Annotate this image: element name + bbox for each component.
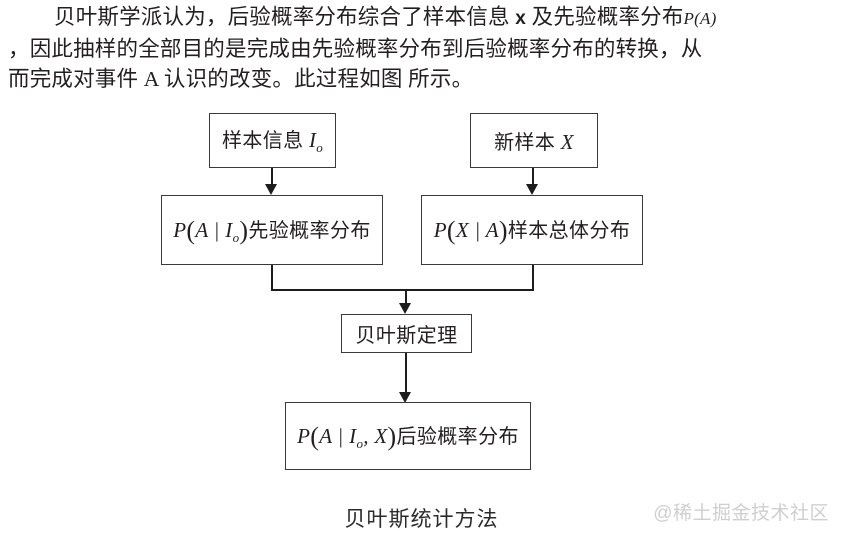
node-sample-info[interactable]: 样本信息 Io — [209, 113, 336, 168]
posterior-text: 后验概率分布 — [396, 425, 519, 448]
node-new-sample-label: 新样本 X — [494, 130, 574, 154]
connector-new-sample-to-likelihood — [532, 168, 534, 187]
paragraph-line-3: 而完成对事件 A 认识的改变。此过程如图 所示。 — [8, 67, 474, 91]
likelihood-text: 样本总体分布 — [507, 220, 631, 242]
node-posterior-distribution[interactable]: P(A | Io, X)后验概率分布 — [285, 402, 531, 470]
connector-sample-info-to-prior — [271, 168, 273, 187]
connector-merge-to-bayes — [405, 289, 407, 307]
paragraph-variable-x: x — [515, 8, 527, 29]
intro-paragraph: 贝叶斯学派认为，后验概率分布综合了样本信息 x 及先验概率分布P(A) ，因此抽… — [8, 2, 838, 94]
paragraph-line-1-text-b: 及先验概率分布 — [526, 5, 684, 29]
connector-bayes-to-posterior — [405, 353, 407, 395]
posterior-formula-args2: , X — [363, 423, 388, 448]
prior-formula-args: A | I — [195, 217, 233, 242]
node-prior-label: P(A | Io)先验概率分布 — [173, 215, 371, 246]
node-posterior-label: P(A | Io, X)后验概率分布 — [297, 421, 519, 452]
paragraph-line-1: 贝叶斯学派认为，后验概率分布综合了样本信息 x 及先验概率分布P(A) — [8, 2, 838, 34]
posterior-formula-args: A | I — [319, 423, 357, 448]
node-sample-population-distribution[interactable]: P(X | A)样本总体分布 — [421, 195, 643, 265]
node-new-sample[interactable]: 新样本 X — [470, 113, 598, 168]
paragraph-inline-formula-pa: P(A) — [683, 9, 717, 28]
node-prior-distribution[interactable]: P(A | Io)先验概率分布 — [161, 195, 383, 265]
connector-likelihood-down — [532, 265, 534, 291]
paragraph-line-1-text-a: 贝叶斯学派认为，后验概率分布综合了样本信息 — [54, 5, 516, 29]
arrow-head-new-sample-to-likelihood — [526, 184, 538, 195]
sample-info-variable: Io — [308, 128, 324, 156]
watermark: @稀土掘金技术社区 — [653, 503, 829, 524]
node-likelihood-label: P(X | A)样本总体分布 — [433, 216, 631, 245]
paragraph-line-2: ，因此抽样的全部目的是完成由先验概率分布到后验概率分布的转换，从 — [8, 37, 703, 61]
node-bayes-theorem-label: 贝叶斯定理 — [355, 325, 458, 347]
arrow-head-merge-to-bayes — [399, 303, 411, 314]
new-sample-variable: X — [560, 130, 574, 154]
likelihood-formula-args: X | A — [455, 218, 499, 242]
prior-text: 先验概率分布 — [248, 219, 371, 242]
arrow-head-sample-info-to-prior — [265, 184, 277, 195]
connector-merge-horizontal — [271, 289, 534, 291]
node-bayes-theorem[interactable]: 贝叶斯定理 — [341, 314, 472, 353]
connector-prior-down — [271, 265, 273, 291]
node-sample-info-label: 样本信息 Io — [221, 128, 324, 156]
